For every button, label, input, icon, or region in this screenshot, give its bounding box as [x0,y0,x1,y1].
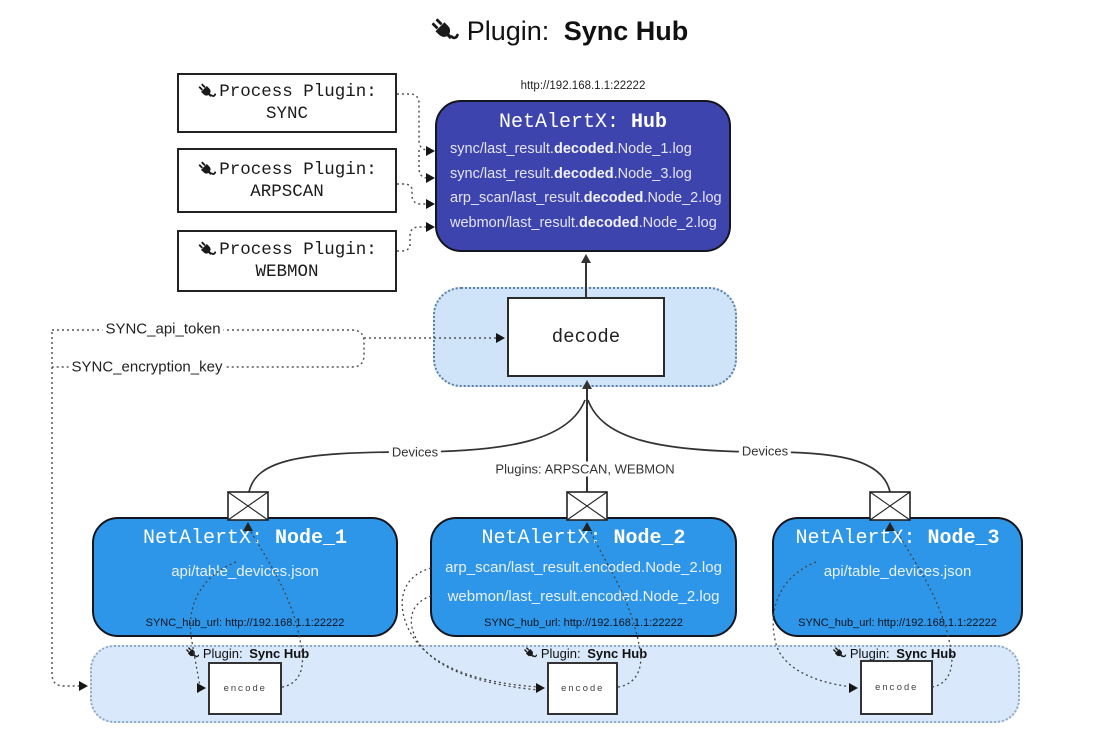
hub-url-label: http://192.168.1.1:22222 [520,80,646,92]
plug-icon [185,646,200,661]
hub-log-line: arp_scan/last_result.decoded.Node_2.log [450,190,722,206]
page-title-name: Sync Hub [563,16,689,46]
node-hub-url: SYNC_hub_url: http://192.168.1.1:22222 [484,617,683,629]
node-hub-url: SYNC_hub_url: http://192.168.1.1:22222 [798,617,997,629]
plugin-to-hub-connectors [397,93,430,252]
hub-title: NetAlertX: Hub [437,111,729,134]
plug-icon [429,16,460,47]
plug-icon [197,160,217,180]
encode-step-box: encode [860,660,933,715]
devices-edge-label-right: Devices [738,443,792,459]
node-file-line: api/table_devices.json [823,563,972,580]
decode-step-box: decode [507,297,665,377]
process-plugin-label-row: Process Plugin: [197,240,377,260]
process-plugin-arpscan-box: Process Plugin: ARPSCAN [177,148,397,213]
devices-edge-label-left: Devices [388,444,442,460]
plug-icon [197,240,217,260]
node-title: NetAlertX: Node_2 [481,527,686,550]
node-hub-url: SYNC_hub_url: http://192.168.1.1:22222 [145,617,345,629]
hub-log-line: sync/last_result.decoded.Node_3.log [450,165,692,182]
plug-icon [832,646,847,661]
envelope-icons [227,491,911,521]
node-file-line: api/table_devices.json [171,563,319,580]
process-plugin-name: ARPSCAN [250,181,324,202]
strip-plugin-label: Plugin: Sync Hub [523,646,647,661]
encode-step-box: encode [208,662,282,715]
sync-encryption-key-label: SYNC_encryption_key [68,358,226,376]
process-plugin-label-row: Process Plugin: [197,159,377,180]
strip-plugin-label: Plugin: Sync Hub [832,646,956,661]
hub-title-name: Hub [631,111,668,134]
process-plugin-label: Process Plugin: [219,82,377,102]
envelope-icon [869,491,911,521]
process-plugin-sync-box: Process Plugin: SYNC [177,73,397,133]
netalertx-node3-box: NetAlertX: Node_3 api/table_devices.json… [772,517,1023,637]
process-plugin-label-row: Process Plugin: [197,82,377,102]
netalertx-hub-box: NetAlertX: Hub sync/last_result.decoded.… [435,100,731,252]
netalertx-node2-box: NetAlertX: Node_2 arp_scan/last_result.e… [430,517,737,637]
process-plugin-name: SYNC [265,104,308,124]
plugins-edge-label: Plugins: ARPSCAN, WEBMON [492,461,678,477]
process-plugin-webmon-box: Process Plugin: WEBMON [177,230,397,292]
hub-title-prefix: NetAlertX: [498,111,631,134]
envelope-icon [227,491,269,521]
page-title: Plugin: Sync Hub [429,16,689,47]
hub-log-line: sync/last_result.decoded.Node_1.log [450,141,692,157]
plug-icon [523,646,538,661]
node-title: NetAlertX: Node_3 [795,527,1000,550]
envelope-icon [566,491,608,521]
plug-icon [197,82,217,102]
process-plugin-name: WEBMON [255,262,319,282]
strip-plugin-label: Plugin: Sync Hub [185,646,309,661]
node-file-line: webmon/last_result.encoded.Node_2.log [447,588,720,605]
hub-log-list: sync/last_result.decoded.Node_1.log sync… [437,137,729,235]
page-title-prefix: Plugin: [466,16,557,46]
process-plugin-label: Process Plugin: [219,240,377,260]
sync-api-token-label: SYNC_api_token [102,320,224,338]
node-file-line: arp_scan/last_result.encoded.Node_2.log [445,559,722,576]
encode-step-box: encode [547,662,618,715]
node-title: NetAlertX: Node_1 [142,527,348,550]
netalertx-node1-box: NetAlertX: Node_1 api/table_devices.json… [92,517,398,637]
process-plugin-label: Process Plugin: [219,159,377,180]
hub-log-line: webmon/last_result.decoded.Node_2.log [450,214,717,231]
